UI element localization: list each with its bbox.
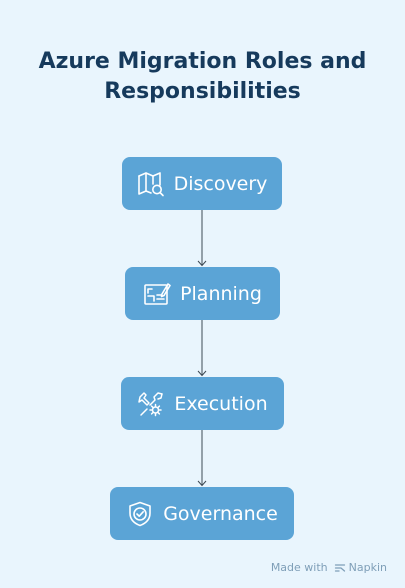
blueprint-pencil-icon [143, 280, 171, 308]
map-search-icon [137, 170, 165, 198]
footer-brand: Napkin [348, 561, 387, 574]
page-title: Azure Migration Roles and Responsibiliti… [0, 47, 405, 107]
footer-made-with: Made with [270, 561, 328, 574]
shield-check-icon [126, 500, 154, 528]
step-label: Execution [174, 392, 268, 415]
connector-arrow [197, 320, 207, 377]
connector-arrow [197, 430, 207, 487]
tools-gear-icon [137, 390, 165, 418]
step-discovery[interactable]: Discovery [122, 157, 282, 210]
step-label: Planning [180, 282, 262, 305]
step-governance[interactable]: Governance [110, 487, 294, 540]
connector-arrow [197, 210, 207, 267]
step-label: Governance [163, 502, 278, 525]
step-execution[interactable]: Execution [121, 377, 284, 430]
step-label: Discovery [173, 172, 268, 195]
napkin-logo-icon [334, 562, 346, 574]
title-text: Azure Migration Roles and Responsibiliti… [38, 49, 367, 104]
step-planning[interactable]: Planning [125, 267, 280, 320]
made-with-napkin-footer[interactable]: Made with Napkin [271, 561, 387, 574]
